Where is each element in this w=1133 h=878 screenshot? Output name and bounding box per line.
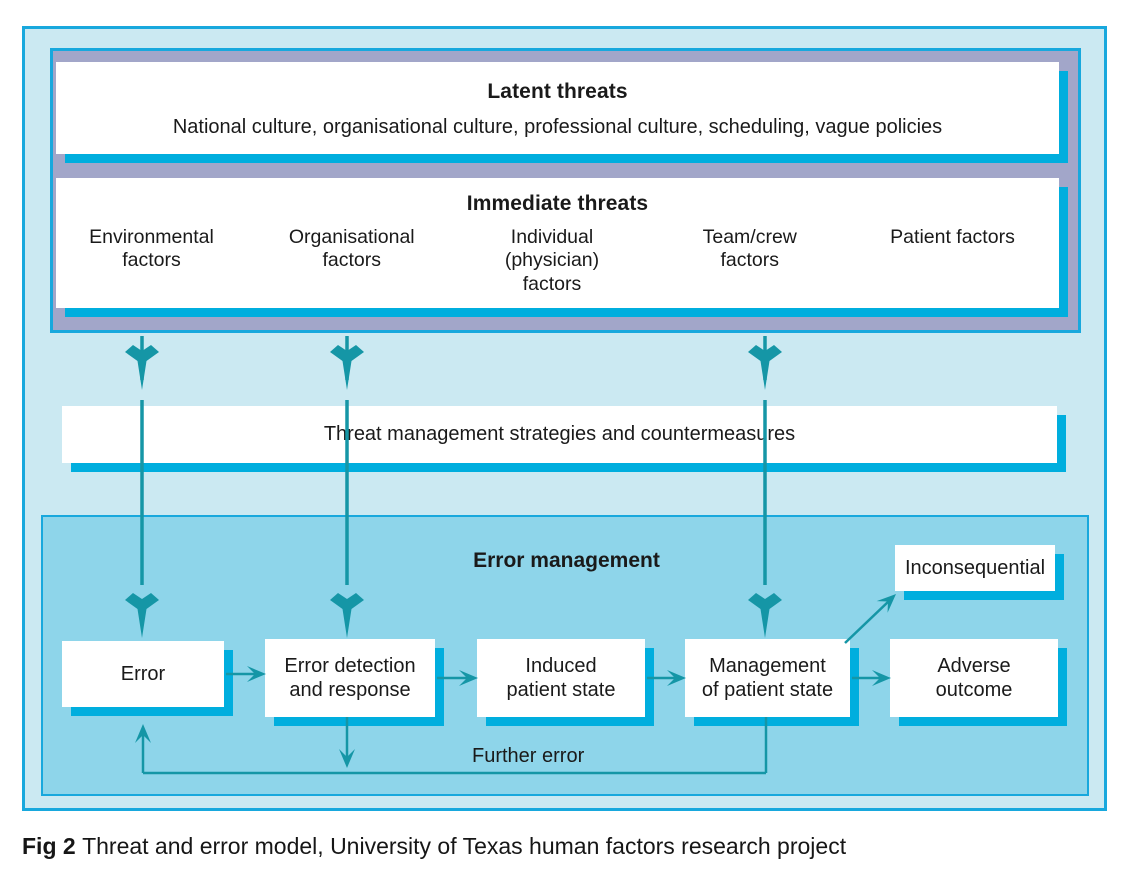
threat-management-card: Threat management strategies and counter…	[62, 406, 1057, 463]
factor-environmental: Environmental factors	[89, 226, 214, 272]
latent-threats-body: National culture, organisational culture…	[172, 116, 943, 139]
factor-individual-physician: Individual (physician) factors	[504, 226, 600, 295]
flow-box-adverse-outcome: Adverse outcome	[890, 639, 1058, 717]
further-error-label: Further error	[466, 745, 591, 768]
immediate-threats-card: Immediate threats Environmental factors …	[56, 178, 1059, 308]
flow-box-management-of-patient-state: Management of patient state	[685, 639, 850, 717]
flow-box-induced-patient-state: Induced patient state	[477, 639, 645, 717]
error-management-title: Error management	[473, 549, 660, 572]
figure-caption-text: Threat and error model, University of Te…	[82, 833, 847, 859]
threat-management-label: Threat management strategies and counter…	[323, 423, 796, 446]
flow-box-error-detection-and-response: Error detection and response	[265, 639, 435, 717]
immediate-threats-factor-row: Environmental factors Organisational fac…	[56, 226, 1059, 296]
immediate-threats-title: Immediate threats	[466, 192, 649, 215]
latent-threats-card: Latent threats National culture, organis…	[56, 62, 1059, 154]
figure-caption: Fig 2 Threat and error model, University…	[22, 833, 846, 860]
flow-box-error: Error	[62, 641, 224, 707]
flow-box-inconsequential: Inconsequential	[895, 545, 1055, 591]
factor-organisational: Organisational factors	[288, 226, 415, 272]
factor-patient: Patient factors	[890, 226, 1015, 248]
figure-caption-label: Fig 2	[22, 833, 76, 859]
factor-team-crew: Team/crew factors	[702, 226, 797, 272]
latent-threats-title: Latent threats	[487, 80, 628, 104]
